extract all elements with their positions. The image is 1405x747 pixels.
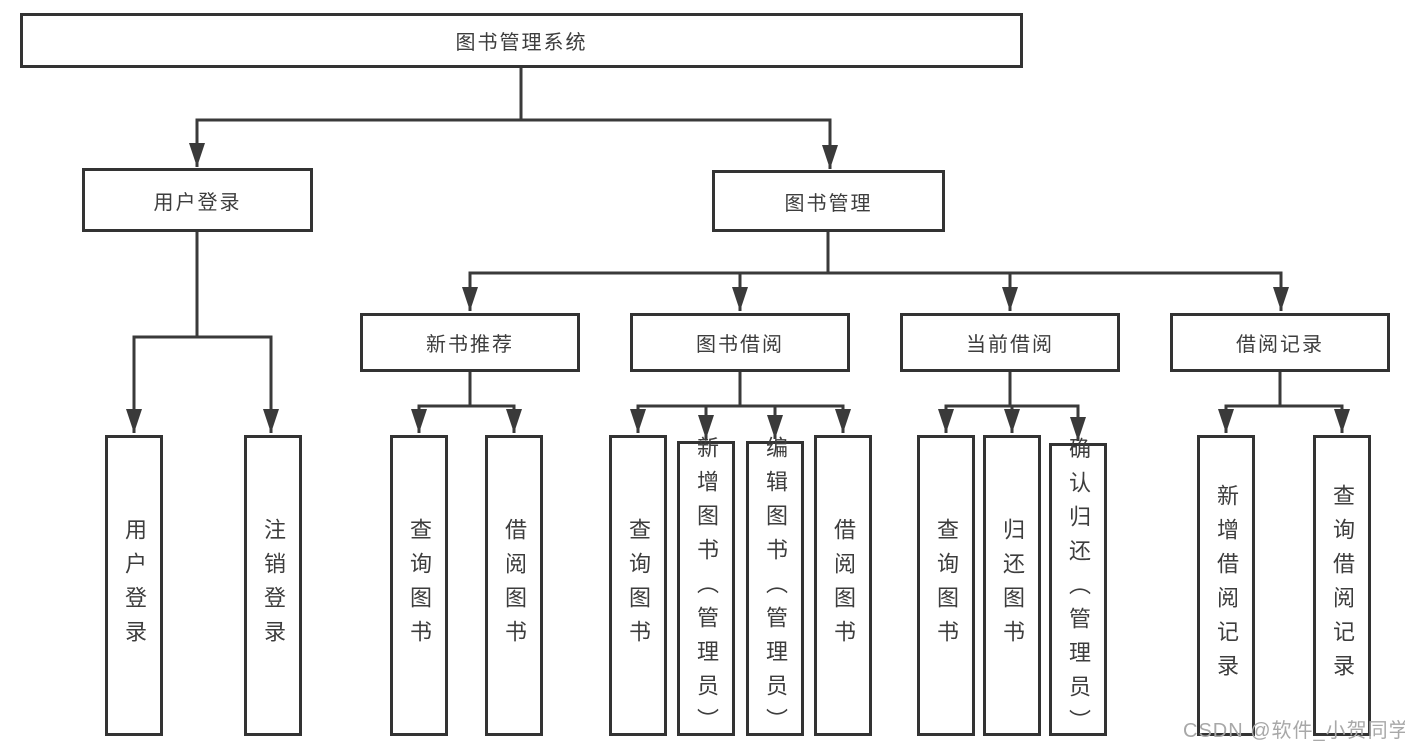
leaf-label: 查询图书 xyxy=(626,517,651,654)
leaf-label: 用户登录 xyxy=(122,517,147,654)
leaf-label: 查询图书 xyxy=(407,517,432,654)
node-new-book-recommend: 新书推荐 xyxy=(360,313,580,372)
node-label: 新书推荐 xyxy=(426,334,514,356)
leaf-label: 确认归还（管理员） xyxy=(1066,436,1091,743)
leaf-label: 查询借阅记录 xyxy=(1330,483,1355,688)
leaf-label: 注销登录 xyxy=(261,517,286,654)
node-book-management: 图书管理 xyxy=(712,170,945,232)
leaf-query-borrow-record: 查询借阅记录 xyxy=(1313,435,1371,736)
node-current-borrowing: 当前借阅 xyxy=(900,313,1120,372)
node-label: 当前借阅 xyxy=(966,334,1054,356)
leaf-edit-book-admin: 编辑图书（管理员） xyxy=(746,436,804,742)
node-library-management-system: 图书管理系统 xyxy=(20,13,1023,68)
leaf-label: 新增借阅记录 xyxy=(1214,483,1239,688)
leaf-query-books-recommend: 查询图书 xyxy=(390,435,448,736)
leaf-label: 查询图书 xyxy=(934,517,959,654)
connector-trunks xyxy=(132,68,1344,408)
node-label: 借阅记录 xyxy=(1236,334,1324,356)
leaf-query-books-current: 查询图书 xyxy=(917,435,975,736)
node-borrowing-records: 借阅记录 xyxy=(1170,313,1390,372)
leaf-label: 新增图书（管理员） xyxy=(694,435,719,742)
csdn-watermark: CSDN @软件_小贺同学 xyxy=(1183,720,1405,742)
leaf-user-login: 用户登录 xyxy=(105,435,163,736)
leaf-borrow-books-borrowing: 借阅图书 xyxy=(814,435,872,736)
connector-arrows xyxy=(126,120,1350,441)
node-book-borrowing: 图书借阅 xyxy=(630,313,850,372)
leaf-label: 归还图书 xyxy=(1000,517,1025,654)
leaf-label: 借阅图书 xyxy=(831,517,856,654)
leaf-logout: 注销登录 xyxy=(244,435,302,736)
leaf-borrow-books-recommend: 借阅图书 xyxy=(485,435,543,736)
leaf-label: 编辑图书（管理员） xyxy=(763,435,788,742)
node-label: 图书借阅 xyxy=(696,334,784,356)
leaf-return-books: 归还图书 xyxy=(983,435,1041,736)
leaf-add-book-admin: 新增图书（管理员） xyxy=(677,436,735,742)
leaf-label: 借阅图书 xyxy=(502,517,527,654)
leaf-query-books-borrowing: 查询图书 xyxy=(609,435,667,736)
node-user-login: 用户登录 xyxy=(82,168,313,232)
leaf-confirm-return-admin: 确认归还（管理员） xyxy=(1049,437,1107,743)
node-label: 图书管理系统 xyxy=(455,32,588,54)
node-label: 用户登录 xyxy=(153,191,242,214)
node-label: 图书管理 xyxy=(784,192,873,215)
leaf-add-borrow-record: 新增借阅记录 xyxy=(1197,435,1255,736)
